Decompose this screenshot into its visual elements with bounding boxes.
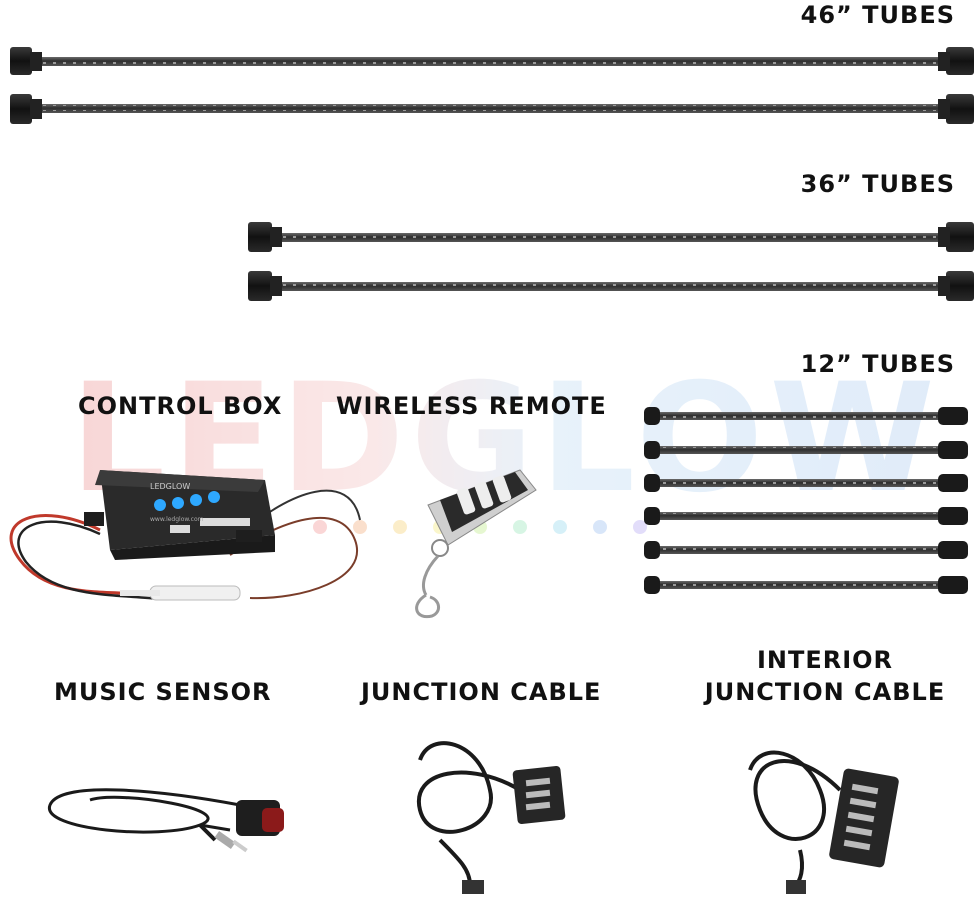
label-36-tubes: 36” TUBES: [800, 170, 955, 198]
button-icon: [154, 499, 166, 511]
button-icon: [190, 494, 202, 506]
tube-12-2: [644, 441, 968, 459]
button-icon: [172, 497, 184, 509]
label-control-box: CONTROL BOX: [78, 392, 283, 420]
tube-cap-icon: [10, 47, 32, 75]
tube-46-1: [10, 47, 974, 75]
tube-cap-icon: [946, 222, 974, 252]
label-wireless-remote: WIRELESS REMOTE: [336, 392, 607, 420]
control-box-brand: LEDGLOW: [150, 482, 190, 491]
tube-36-1: [248, 222, 974, 252]
wireless-remote-icon: [415, 469, 537, 619]
tube-cap-icon: [10, 94, 32, 124]
label-interior-line1: INTERIOR: [756, 646, 894, 674]
tube-12-5: [644, 541, 968, 559]
tube-cap-icon: [946, 94, 974, 124]
tube-cap-icon: [248, 271, 272, 301]
button-icon: [208, 491, 220, 503]
junction-cable-icon: [416, 741, 566, 894]
music-sensor-icon: [48, 788, 284, 853]
label-music-sensor: MUSIC SENSOR: [54, 678, 272, 706]
tube-cap-icon: [248, 222, 272, 252]
label-interior-line2: JUNCTION CABLE: [704, 678, 946, 706]
label-junction-cable: JUNCTION CABLE: [361, 678, 602, 706]
label-12-tubes: 12” TUBES: [800, 350, 955, 378]
tube-12-6: [644, 576, 968, 594]
control-box-icon: LEDGLOW www.ledglow.com: [9, 470, 361, 601]
label-46-tubes: 46” TUBES: [800, 1, 955, 29]
tube-cap-icon: [946, 271, 974, 301]
tube-36-2: [248, 271, 974, 301]
control-box-url: www.ledglow.com: [150, 516, 204, 523]
tube-12-4: [644, 507, 968, 525]
interior-junction-cable-icon: [748, 750, 899, 894]
tube-cap-icon: [946, 47, 974, 75]
tube-12-3: [644, 474, 968, 492]
tubes-12: [644, 407, 968, 594]
tube-46-2: [10, 94, 974, 124]
tube-12-1: [644, 407, 968, 425]
